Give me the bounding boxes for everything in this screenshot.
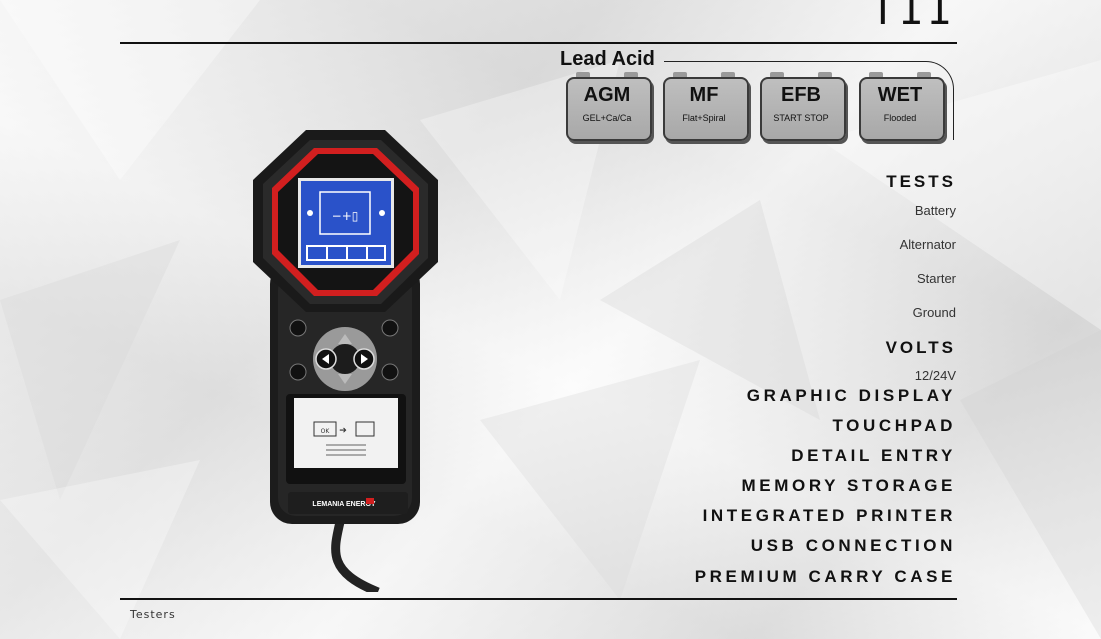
- terminal-icon: [721, 72, 735, 78]
- badge-name: EFB: [781, 84, 821, 106]
- badge-wet: WET Flooded: [859, 72, 945, 141]
- feature-item: GRAPHIC DISPLAY: [746, 386, 956, 405]
- feature-item: PREMIUM CARRY CASE: [694, 567, 956, 586]
- terminal-icon: [818, 72, 832, 78]
- feature-item: DETAIL ENTRY: [791, 446, 956, 465]
- test-item: Ground: [912, 305, 956, 320]
- battery-type-badges: AGM GEL+Ca/Ca MF Flat+Spiral EFB START S…: [566, 72, 946, 142]
- test-item: Starter: [916, 271, 956, 286]
- battery-icon: [566, 77, 652, 141]
- svg-text:➔: ➔: [339, 426, 347, 436]
- battery-icon: [663, 77, 749, 141]
- test-item: Battery: [914, 203, 956, 218]
- terminal-icon: [770, 72, 784, 78]
- terminal-icon: [624, 72, 638, 78]
- badge-agm: AGM GEL+Ca/Ca: [566, 72, 652, 141]
- lead-acid-title: Lead Acid: [560, 48, 655, 70]
- terminal-icon: [576, 72, 590, 78]
- feature-item: MEMORY STORAGE: [741, 476, 956, 495]
- model-title: T11: [870, 0, 955, 34]
- test-item: Alternator: [899, 237, 956, 252]
- badge-sub: GEL+Ca/Ca: [582, 113, 632, 123]
- volts-heading: VOLTS: [885, 338, 956, 357]
- badge-frame: [664, 61, 954, 140]
- badge-sub: Flat+Spiral: [682, 113, 726, 123]
- badge-name: MF: [689, 84, 719, 106]
- feature-item: USB CONNECTION: [750, 536, 956, 555]
- badge-sub: START STOP: [773, 113, 829, 123]
- svg-text:−+▯: −+▯: [332, 209, 359, 223]
- volts-value: 12/24V: [914, 368, 956, 383]
- footer-label: Testers: [130, 608, 176, 621]
- badge-sub: Flooded: [883, 113, 917, 123]
- tests-heading: TESTS: [886, 172, 956, 191]
- terminal-icon: [917, 72, 931, 78]
- device-brand-logo: LEMANIA ENERGY: [312, 501, 375, 508]
- badge-name: AGM: [583, 84, 631, 106]
- feature-item: INTEGRATED PRINTER: [702, 506, 956, 525]
- battery-icon: [760, 77, 846, 141]
- top-divider: [120, 42, 957, 44]
- terminal-icon: [869, 72, 883, 78]
- feature-item: TOUCHPAD: [832, 416, 956, 435]
- tester-device-image: −+▯ ➔ OK LEMANIA ENERGY: [253, 130, 438, 592]
- bottom-divider: [120, 598, 957, 600]
- badge-name: WET: [877, 84, 923, 106]
- terminal-icon: [673, 72, 687, 78]
- printout-label: OK: [321, 428, 331, 435]
- battery-icon: [859, 77, 945, 141]
- badge-efb: EFB START STOP: [760, 72, 846, 141]
- badge-mf: MF Flat+Spiral: [663, 72, 749, 141]
